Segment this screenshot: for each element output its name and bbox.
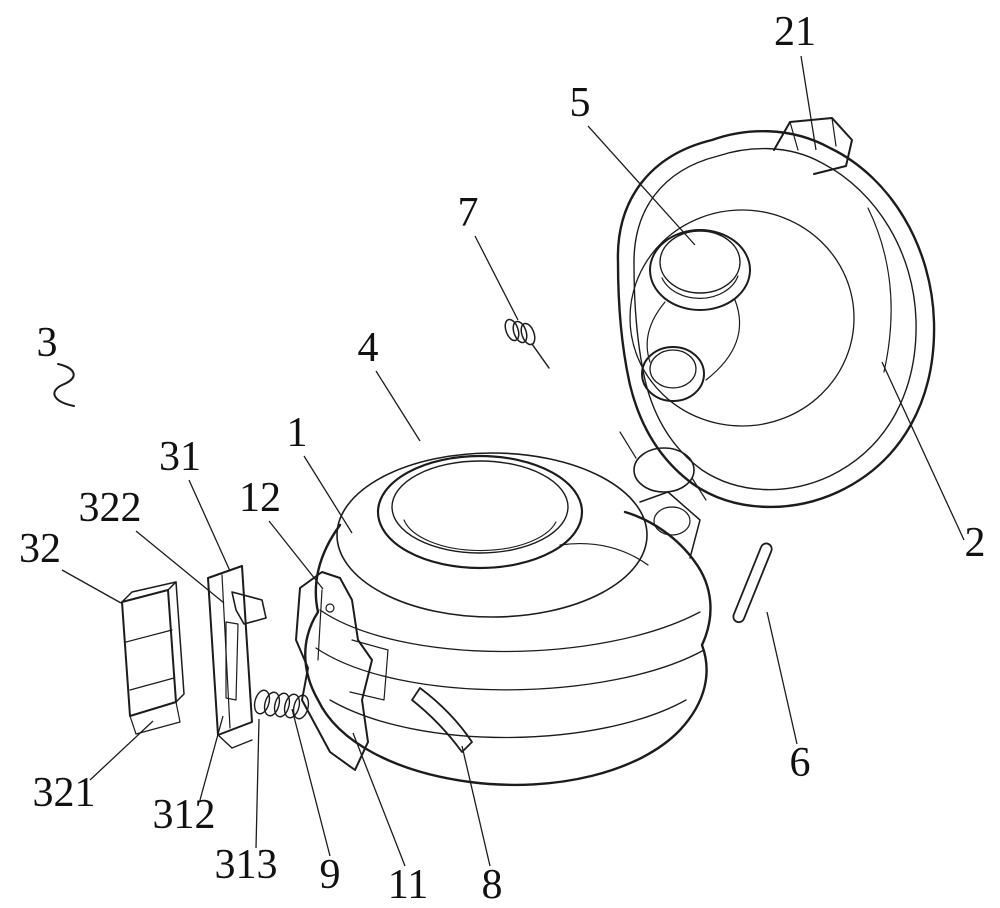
figure-label-321: 321 [33,770,96,816]
figure-label-6: 6 [790,740,811,786]
cap-body-drawing [295,452,712,787]
figure-label-32: 32 [19,526,61,572]
leader-line-322 [135,530,225,604]
lid-drawing [616,117,936,509]
figure-label-313: 313 [215,842,278,888]
hinge-pin-drawing [732,542,773,624]
figure-label-12: 12 [239,475,281,521]
leader-line-321 [89,720,154,781]
figure-label-8: 8 [482,862,503,908]
latch-spring-drawing [253,689,310,720]
leader-line-32 [61,569,122,604]
leader-line-7 [474,235,519,321]
figure-label-322: 322 [79,485,142,531]
figure-label-21: 21 [774,9,816,55]
leader-line-31 [188,479,231,572]
figure-label-5: 5 [570,80,591,126]
figure-label-3: 3 [37,320,58,366]
leader-line-21 [800,55,817,151]
leader-line-312 [199,715,224,801]
figure-label-31: 31 [159,434,201,480]
leader-line-9 [291,708,331,857]
figure-label-9: 9 [320,852,341,898]
leader-line-6 [766,611,798,745]
figure-label-2: 2 [965,520,986,566]
figure-label-11: 11 [388,862,428,908]
leader-line-313 [255,718,260,849]
leader-line-5 [587,125,696,246]
label-3-squiggle [53,363,75,407]
small-spring-drawing [504,318,550,369]
latch-button-drawing [121,581,185,735]
latch-plate-drawing [207,565,267,749]
leader-line-11 [352,732,406,867]
leader-line-4 [375,370,421,442]
figure-label-7: 7 [458,190,479,236]
leader-line-1 [303,455,353,534]
leader-line-2 [881,361,965,541]
leader-line-8 [461,745,491,867]
figure-label-1: 1 [287,410,308,456]
figure-label-4: 4 [358,325,379,371]
figure-label-312: 312 [153,792,216,838]
leader-line-12 [268,520,324,590]
